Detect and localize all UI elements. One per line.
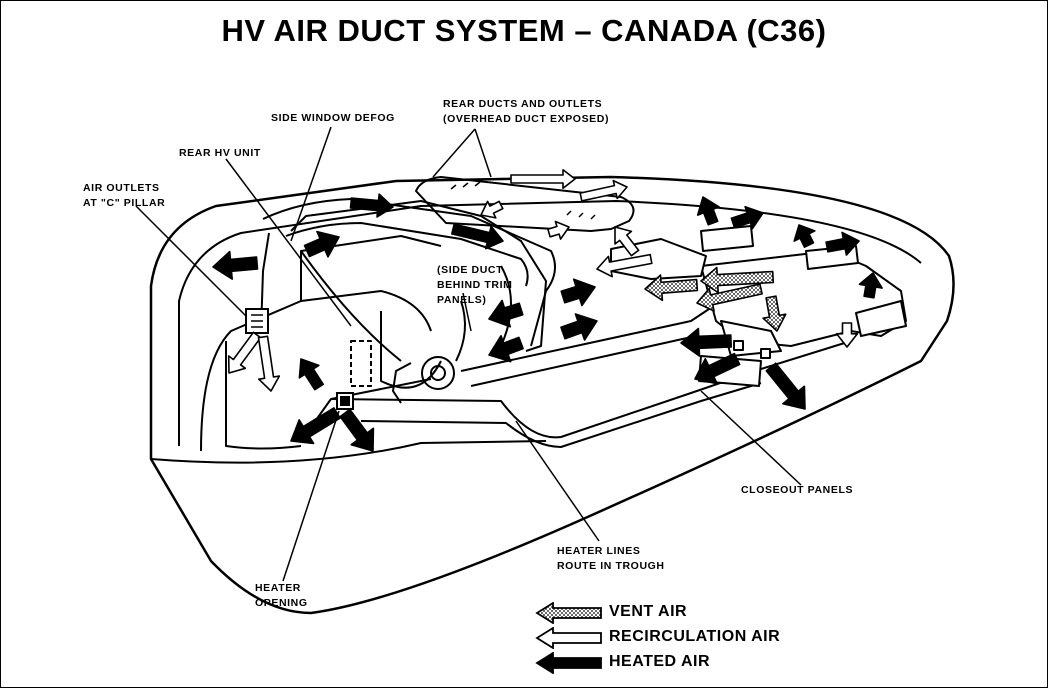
solid-flow-arrow <box>339 408 375 452</box>
solid-flow-arrow <box>825 231 860 256</box>
label-line: PANELS) <box>437 294 487 306</box>
outline-flow-arrow <box>596 253 653 278</box>
label-side-window-defog: SIDE WINDOW DEFOG <box>271 111 395 126</box>
dotted-flow-arrow <box>700 266 775 294</box>
label-side-duct: (SIDE DUCT BEHIND TRIM PANELS) <box>437 263 512 308</box>
leader-lines <box>135 126 802 582</box>
outline-flow-arrow <box>480 200 504 219</box>
outline-flow-arrow <box>579 179 628 202</box>
label-line: AT "C" PILLAR <box>83 197 166 209</box>
solid-flow-arrow <box>298 358 324 391</box>
label-line: BEHIND TRIM <box>437 279 513 291</box>
legend-label: HEATED AIR <box>609 653 710 670</box>
label-heater-opening: HEATER OPENING <box>255 581 308 611</box>
solid-arrow-icon <box>535 652 602 674</box>
outline-flow-arrow <box>227 331 262 374</box>
legend-label: VENT AIR <box>609 603 688 620</box>
label-air-outlets: AIR OUTLETS AT "C" PILLAR <box>83 181 165 211</box>
label-line: (OVERHEAD DUCT EXPOSED) <box>443 113 610 125</box>
page-title: HV AIR DUCT SYSTEM – CANADA (C36) <box>221 13 827 48</box>
label-line: OPENING <box>255 597 308 609</box>
outlet-boxes <box>245 308 354 410</box>
solid-flow-arrow <box>488 299 524 328</box>
solid-flow-arrow <box>303 230 340 258</box>
outline-flow-arrow <box>510 169 576 189</box>
solid-flow-arrow <box>290 407 341 445</box>
solid-flow-arrow <box>793 224 816 248</box>
solid-flow-arrow <box>730 206 764 230</box>
floor-trough <box>330 300 861 448</box>
label-rear-ducts: REAR DUCTS AND OUTLETS (OVERHEAD DUCT EXP… <box>443 97 609 127</box>
legend-item-heated-air: HEATED AIR <box>535 652 795 674</box>
solid-flow-arrow <box>680 327 732 357</box>
legend-item-recirculation-air: RECIRCULATION AIR <box>535 627 795 649</box>
solid-flow-arrow <box>212 250 259 280</box>
dotted-flow-arrow <box>644 274 699 302</box>
label-line: REAR DUCTS AND OUTLETS <box>443 98 603 110</box>
label-line: REAR HV UNIT <box>179 147 261 159</box>
label-closeout-panels: CLOSEOUT PANELS <box>741 483 853 498</box>
solid-flow-arrow <box>349 193 394 218</box>
solid-flow-arrow <box>560 278 596 307</box>
dotted-flow-arrow <box>696 283 763 312</box>
solid-flow-arrow <box>451 223 504 250</box>
solid-flow-arrow <box>696 196 720 226</box>
solid-flow-arrow <box>694 352 741 385</box>
legend-item-vent-air: VENT AIR <box>535 602 795 624</box>
label-heater-lines: HEATER LINES ROUTE IN TROUGH <box>557 544 665 574</box>
label-line: CLOSEOUT PANELS <box>741 484 854 496</box>
label-line: HEATER <box>255 582 301 594</box>
label-line: HEATER LINES <box>557 545 641 557</box>
solid-flow-arrow <box>488 335 524 363</box>
label-line: SIDE WINDOW DEFOG <box>271 112 395 124</box>
vehicle-body-outline <box>149 175 955 615</box>
solid-flow-arrow <box>858 272 883 299</box>
outline-flow-arrow <box>614 226 640 257</box>
label-rear-hv-unit: REAR HV UNIT <box>179 146 261 161</box>
label-line: AIR OUTLETS <box>83 182 160 194</box>
solid-flow-arrow <box>765 362 806 410</box>
label-line: ROUTE IN TROUGH <box>557 560 665 572</box>
rear-hv-unit <box>610 225 907 387</box>
outline-arrow-icon <box>535 627 602 649</box>
solid-flow-arrow <box>560 313 598 341</box>
label-line: (SIDE DUCT <box>437 264 504 276</box>
outline-flow-arrow <box>835 322 859 348</box>
legend-label: RECIRCULATION AIR <box>609 628 781 645</box>
airflow-arrows <box>212 169 883 452</box>
dotted-flow-arrow <box>762 295 787 332</box>
dotted-arrow-icon <box>535 602 602 624</box>
outline-flow-arrow <box>547 220 570 240</box>
outline-flow-arrow <box>257 335 281 392</box>
